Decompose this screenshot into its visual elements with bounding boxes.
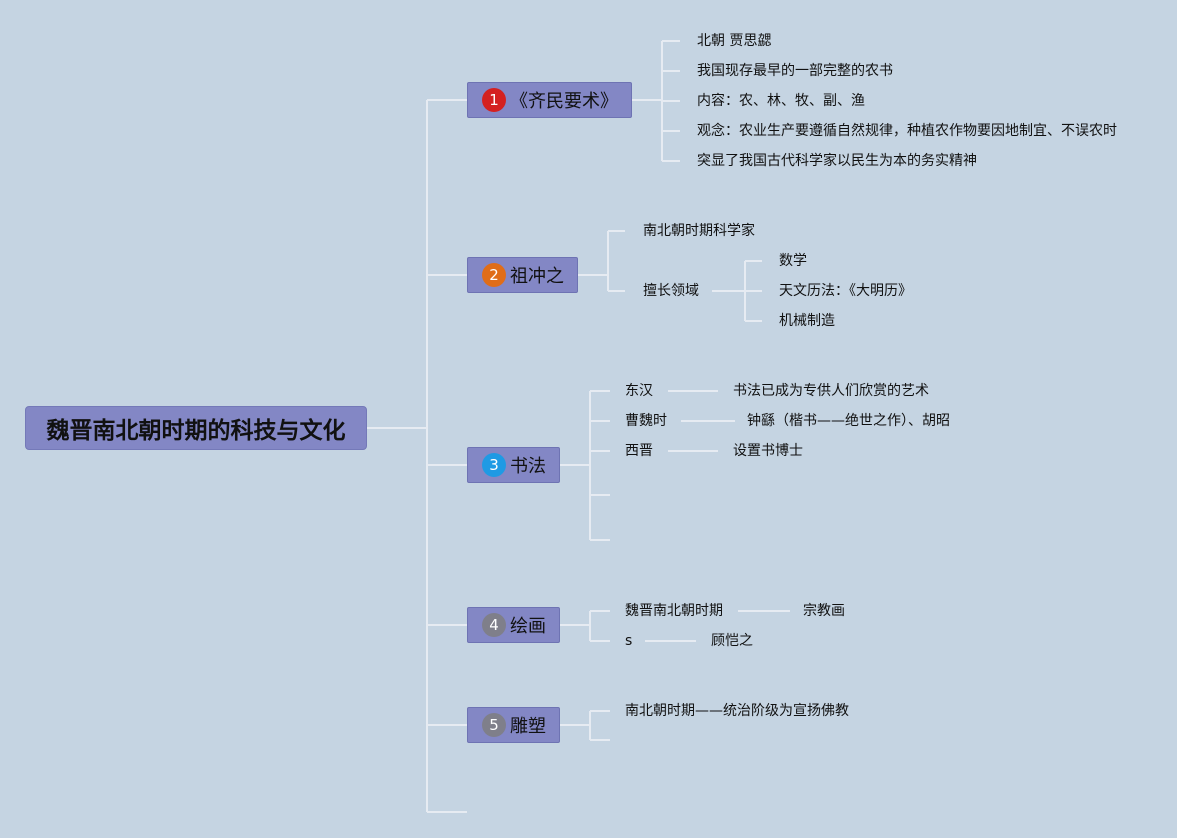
leaf-text: 内容：农、林、牧、副、渔 (697, 93, 865, 109)
leaf-text: 南北朝时期——统治阶级为宣扬佛教 (625, 703, 849, 719)
leaf-text: 顾恺之 (711, 633, 753, 649)
number-badge-icon: 5 (482, 713, 506, 737)
branch-label: 绘画 (510, 616, 546, 637)
leaf-text: 钟繇（楷书——绝世之作）、胡昭 (747, 413, 950, 429)
leaf-text: 宗教画 (803, 603, 845, 619)
leaf-text: s (625, 633, 633, 649)
leaf-text: 设置书博士 (733, 443, 803, 459)
branch-label: 《齐民要术》 (510, 91, 618, 112)
leaf-text: 北朝 贾思勰 (697, 33, 772, 49)
leaf-text: 曹魏时 (625, 413, 667, 429)
branch-zu-chongzhi[interactable]: 2 祖冲之 (467, 257, 578, 293)
leaf-text: 机械制造 (779, 313, 835, 329)
branch-label: 书法 (510, 456, 546, 477)
leaf-text: 南北朝时期科学家 (643, 223, 755, 239)
root-node[interactable]: 魏晋南北朝时期的科技与文化 (25, 406, 367, 450)
branch-label: 祖冲之 (510, 266, 564, 287)
leaf-text: 数学 (779, 253, 807, 269)
branch-calligraphy[interactable]: 3 书法 (467, 447, 560, 483)
root-label: 魏晋南北朝时期的科技与文化 (46, 418, 346, 444)
leaf-text: 西晋 (625, 443, 653, 459)
number-badge-icon: 4 (482, 613, 506, 637)
leaf-text: 观念：农业生产要遵循自然规律，种植农作物要因地制宜、不误农时 (697, 123, 1117, 139)
number-badge-icon: 3 (482, 453, 506, 477)
branch-label: 雕塑 (510, 716, 546, 737)
leaf-text: 天文历法：《大明历》 (779, 283, 912, 299)
leaf-text: 魏晋南北朝时期 (625, 603, 723, 619)
leaf-text: 我国现存最早的一部完整的农书 (697, 63, 893, 79)
branch-painting[interactable]: 4 绘画 (467, 607, 560, 643)
branch-sculpture[interactable]: 5 雕塑 (467, 707, 560, 743)
leaf-text: 东汉 (625, 383, 653, 399)
number-badge-icon: 1 (482, 88, 506, 112)
branch-qimin-yaoshu[interactable]: 1 《齐民要术》 (467, 82, 632, 118)
number-badge-icon: 2 (482, 263, 506, 287)
leaf-text: 书法已成为专供人们欣赏的艺术 (733, 383, 929, 399)
leaf-text: 擅长领域 (643, 283, 699, 299)
leaf-text: 突显了我国古代科学家以民生为本的务实精神 (697, 153, 977, 169)
